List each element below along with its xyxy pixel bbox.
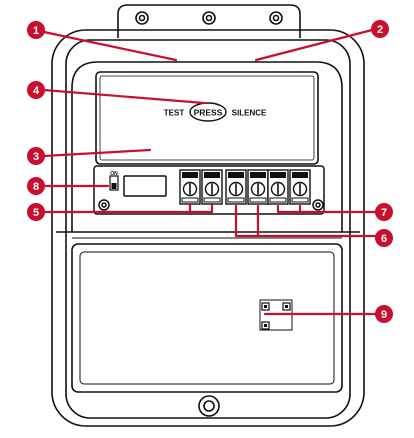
press-label: PRESS bbox=[194, 108, 223, 118]
svg-text:7: 7 bbox=[381, 207, 387, 219]
svg-text:3: 3 bbox=[33, 151, 39, 163]
bottom-screw bbox=[198, 395, 220, 417]
callout-1: 1 bbox=[27, 21, 45, 39]
svg-text:9: 9 bbox=[381, 309, 387, 321]
terminal-screw-4 bbox=[247, 169, 269, 205]
callout-9: 9 bbox=[375, 305, 393, 323]
leader-4 bbox=[42, 88, 206, 105]
svg-text:1: 1 bbox=[33, 25, 39, 37]
test-silence-button: PRESS TEST SILENCE bbox=[164, 102, 267, 122]
callouts: 1 2 3 4 5 6 7 8 bbox=[27, 20, 393, 323]
terminal-screw-5 bbox=[267, 169, 289, 205]
inner-shell bbox=[65, 39, 351, 419]
terminal-screw-left bbox=[98, 199, 110, 211]
leader-6 bbox=[234, 204, 378, 238]
device-outline bbox=[51, 4, 365, 427]
svg-text:5: 5 bbox=[33, 207, 39, 219]
leader-1 bbox=[42, 30, 178, 62]
terminal-screw-6 bbox=[289, 169, 311, 205]
test-label: TEST bbox=[164, 109, 185, 118]
on-switch-label: ON bbox=[110, 171, 118, 177]
terminal-block bbox=[179, 169, 311, 205]
svg-text:2: 2 bbox=[377, 24, 383, 36]
svg-text:8: 8 bbox=[33, 181, 39, 193]
terminal-recess bbox=[93, 165, 325, 215]
callout-7: 7 bbox=[375, 203, 393, 221]
leader-lines bbox=[42, 28, 378, 316]
front-panel-frame bbox=[95, 71, 319, 165]
terminal-screw-2 bbox=[201, 169, 223, 205]
terminal-screw-right bbox=[312, 199, 324, 211]
top-screws bbox=[135, 11, 283, 25]
leader-2 bbox=[254, 28, 374, 62]
callout-4: 4 bbox=[27, 81, 45, 99]
upper-housing bbox=[71, 61, 343, 232]
top-screw-middle bbox=[202, 11, 216, 25]
outer-shell bbox=[51, 29, 365, 427]
terminal-screw-1 bbox=[179, 169, 201, 205]
lower-cover bbox=[71, 243, 343, 393]
silence-label: SILENCE bbox=[232, 109, 267, 118]
callout-5: 5 bbox=[27, 203, 45, 221]
terminal-area bbox=[93, 165, 325, 215]
on-off-switch: ON bbox=[109, 171, 119, 191]
top-screw-right bbox=[269, 11, 283, 25]
callout-3: 3 bbox=[27, 147, 45, 165]
press-button bbox=[189, 102, 227, 122]
svg-text:4: 4 bbox=[33, 85, 40, 97]
callout-8: 8 bbox=[27, 177, 45, 195]
callout-6: 6 bbox=[375, 229, 393, 247]
leader-7 bbox=[276, 204, 378, 214]
front-panel bbox=[95, 71, 319, 165]
top-screw-left bbox=[135, 11, 149, 25]
dip-switch-window bbox=[123, 175, 167, 197]
callout-2: 2 bbox=[371, 20, 389, 38]
leader-3 bbox=[42, 148, 152, 158]
top-mounting-tab bbox=[117, 4, 301, 38]
svg-text:6: 6 bbox=[381, 233, 387, 245]
terminal-screw-3 bbox=[225, 169, 247, 205]
